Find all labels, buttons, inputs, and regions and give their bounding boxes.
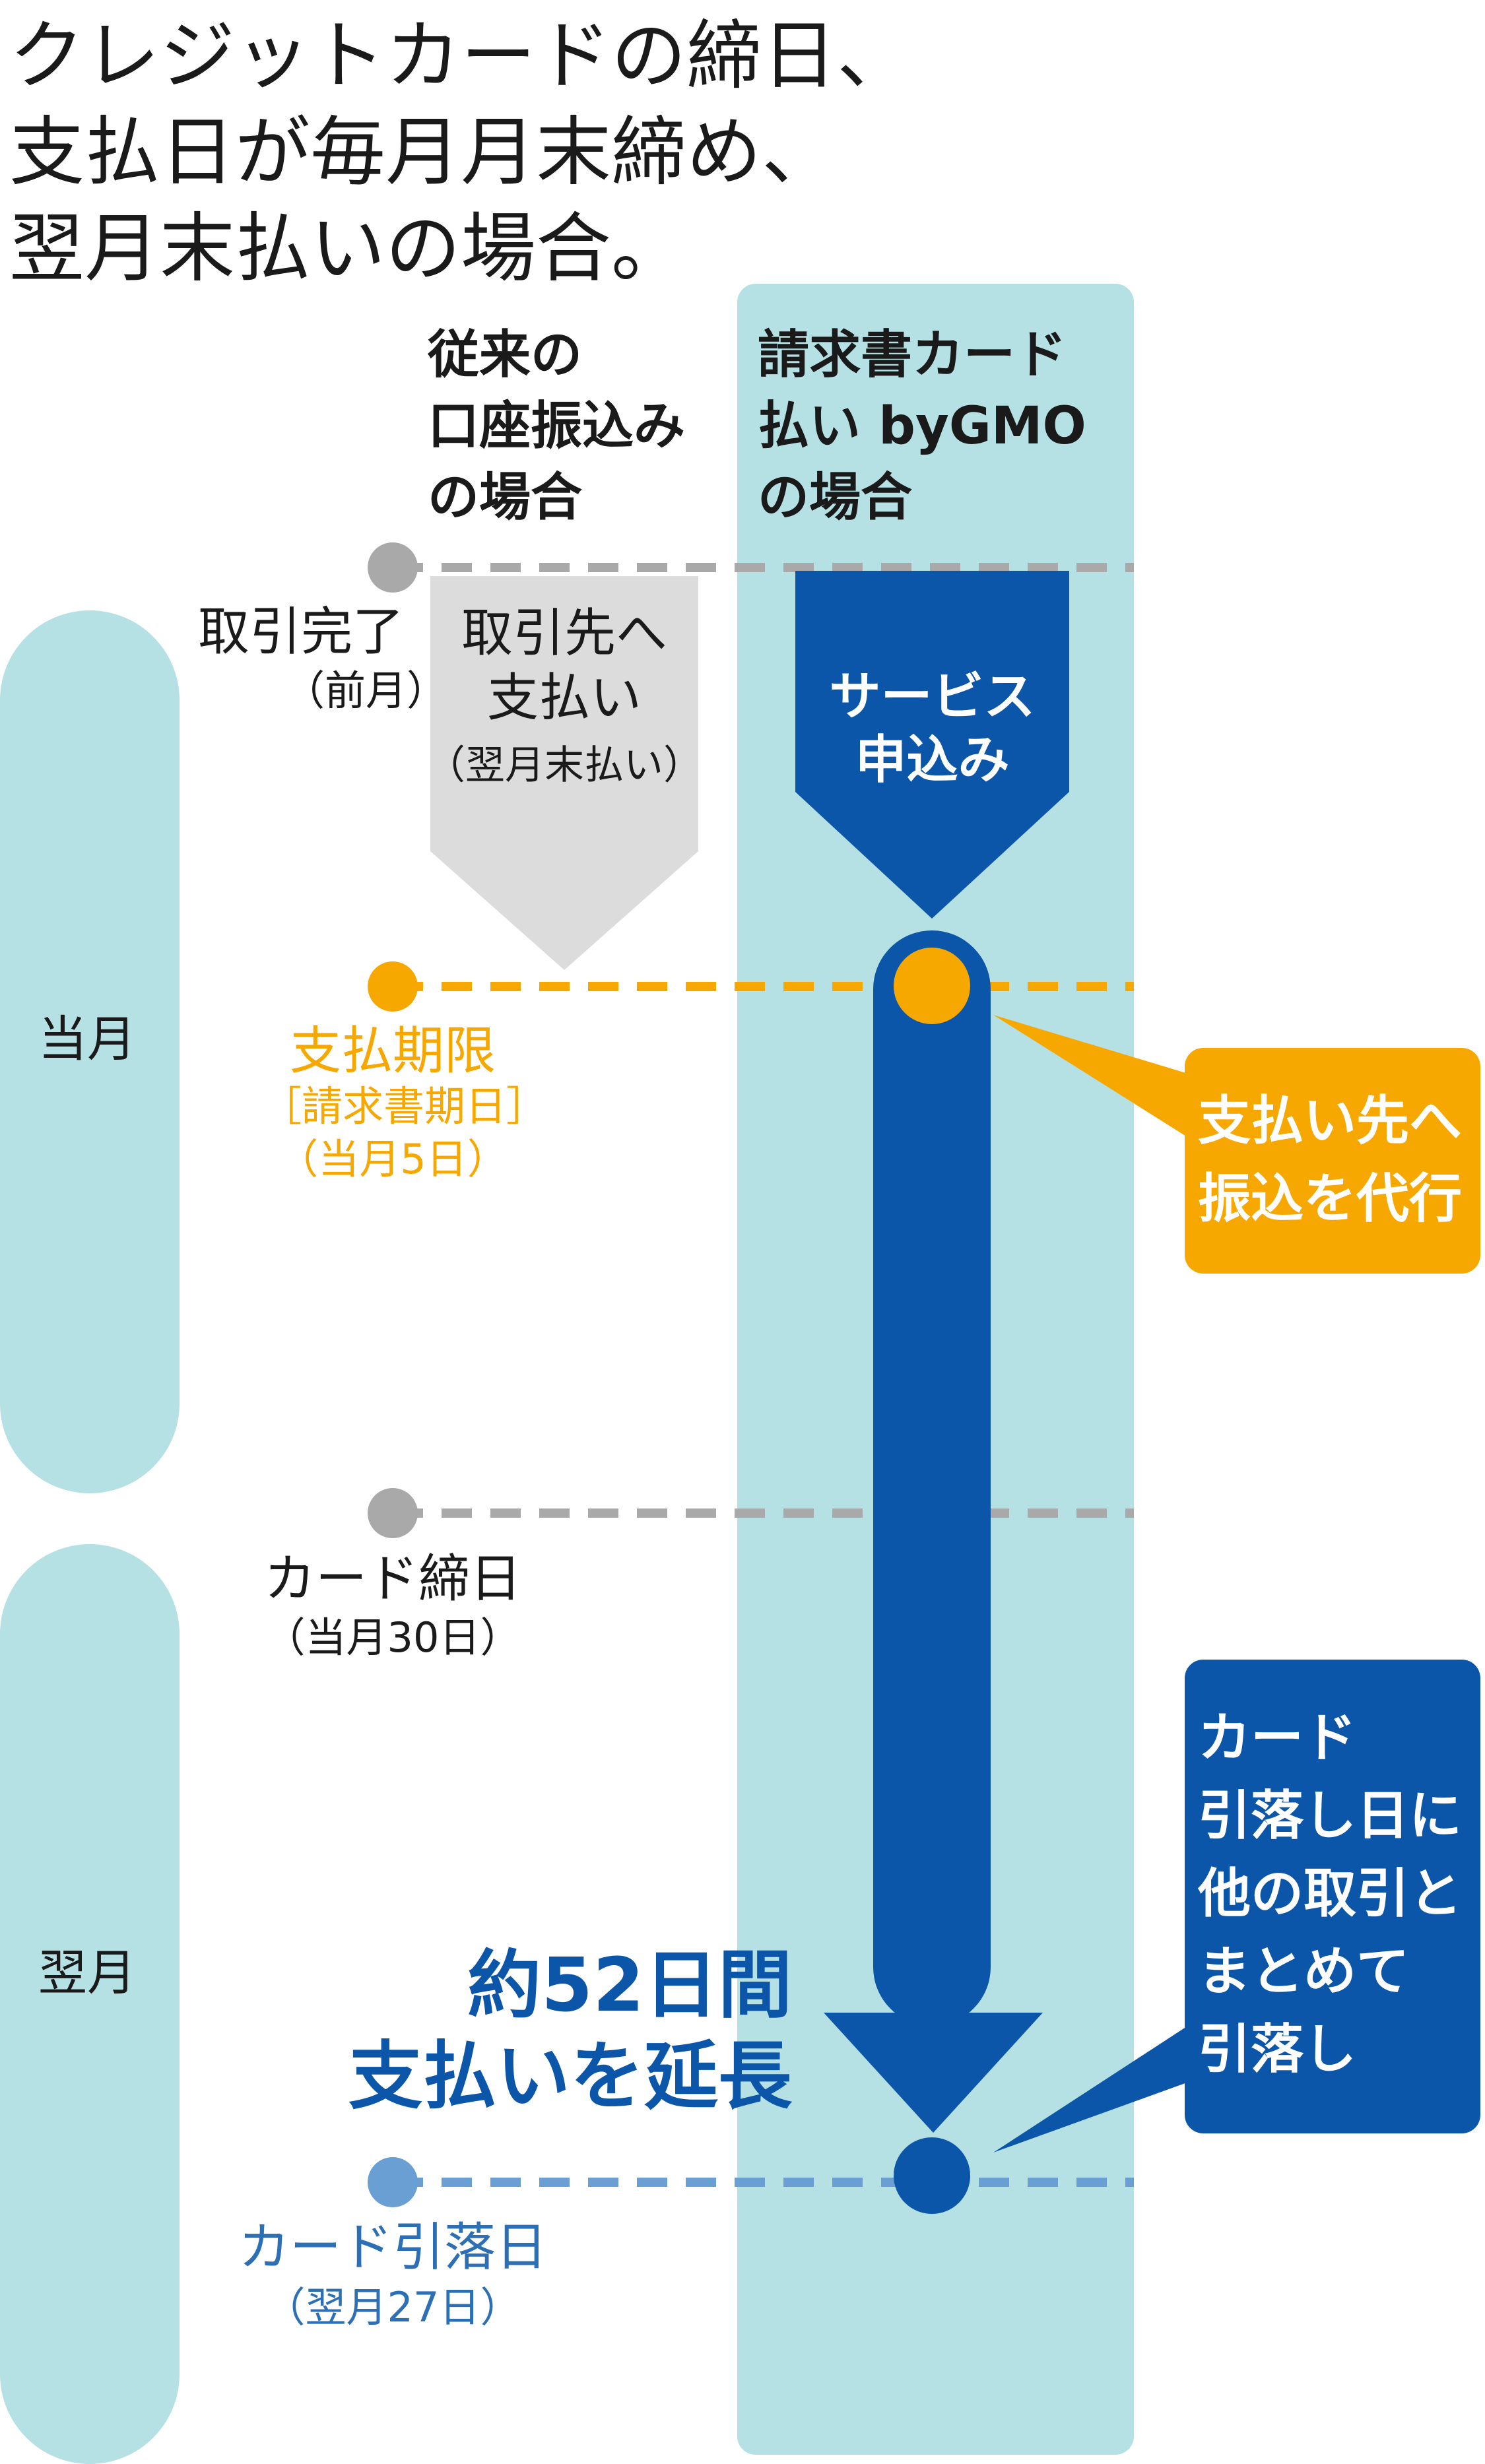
- card-callout-line-2: 引落し日に: [1198, 1785, 1462, 1846]
- transfer-callout-text: 支払い先へ 振込を代行: [1198, 1082, 1462, 1238]
- gmo-heading-line-1: 請求書カード: [758, 325, 1067, 385]
- card-callout-line-5: 引落し: [1198, 2019, 1356, 2080]
- conventional-heading-line-3: の場合: [428, 468, 583, 527]
- card-callout-line-3: 他の取引と: [1198, 1863, 1462, 1924]
- conventional-column-heading: 従来の 口座振込み の場合: [428, 319, 685, 533]
- card-callout-line-1: カード: [1198, 1707, 1356, 1768]
- extension-line-1: 約52日間: [467, 1943, 792, 2028]
- service-arrow-line-1: サービス: [829, 667, 1036, 727]
- debit-dot: [368, 2157, 418, 2207]
- deadline-sub-1: ［請求書期日］: [261, 1082, 548, 1130]
- closing-sub: （当月30日）: [264, 1613, 521, 1662]
- conventional-arrow-line-2: 支払い: [486, 668, 642, 728]
- closing-dot: [368, 1488, 418, 1538]
- conventional-heading-line-2: 口座振込み: [428, 397, 686, 456]
- title-line-3: 翌月末払いの場合。: [9, 205, 687, 292]
- service-arrow-line-2: 申込み: [855, 730, 1010, 790]
- card-callout-line-4: まとめて: [1198, 1941, 1409, 2002]
- extension-arrowhead: [824, 2013, 1043, 2133]
- month-next-label: 翌月: [38, 1945, 136, 2001]
- debit-sub: （翌月27日）: [264, 2283, 521, 2331]
- transfer-callout-box: [1185, 1048, 1480, 1274]
- transfer-callout-tail: [993, 1015, 1195, 1142]
- conventional-arrow-line-3: （翌月末払い）: [426, 742, 703, 789]
- page-title: クレジットカードの締日、 支払日が毎月月末締め、 翌月末払いの場合。: [9, 8, 1461, 297]
- card-callout-text: カード 引落し日に 他の取引と まとめて 引落し: [1198, 1699, 1462, 2089]
- card-callout-tail: [993, 2019, 1198, 2153]
- month-current-label: 当月: [38, 1011, 136, 1068]
- month-band-current: [0, 610, 180, 1493]
- deadline-sub-2: （当月5日）: [277, 1135, 508, 1183]
- deadline-label: 支払期限: [289, 1021, 496, 1081]
- transaction-dot: [368, 542, 418, 593]
- extension-bar: [873, 930, 991, 2026]
- gmo-heading-line-2: 払い byGMO: [758, 397, 1086, 456]
- conventional-heading-line-1: 従来の: [428, 325, 583, 385]
- transaction-sub: （前月）: [284, 666, 448, 715]
- deadline-dot: [368, 961, 418, 1012]
- title-line-2: 支払日が毎月月末締め、: [9, 108, 838, 196]
- extension-line-2: 支払いを延長: [348, 2034, 792, 2120]
- transfer-callout-line-2: 振込を代行: [1198, 1168, 1462, 1229]
- gmo-column-heading: 請求書カード 払い byGMO の場合: [758, 319, 1086, 533]
- month-band-next: [0, 1544, 180, 2464]
- card-callout-box: [1185, 1660, 1480, 2133]
- debit-label: カード引落日: [238, 2218, 547, 2277]
- transaction-label: 取引完了: [198, 602, 405, 662]
- gmo-deadline-dot: [894, 948, 970, 1024]
- transfer-callout-line-1: 支払い先へ: [1198, 1090, 1462, 1151]
- closing-label: カード締日: [263, 1549, 521, 1609]
- gmo-heading-line-3: の場合: [758, 468, 913, 527]
- title-line-1: クレジットカードの締日、: [9, 12, 913, 100]
- service-application-arrow: [795, 571, 1069, 919]
- gmo-debit-dot: [894, 2137, 970, 2214]
- extension-text: 約52日間 支払いを延長: [251, 1940, 792, 2122]
- conventional-arrow-line-1: 取引先へ: [461, 604, 667, 663]
- conventional-payment-arrow: [430, 576, 698, 970]
